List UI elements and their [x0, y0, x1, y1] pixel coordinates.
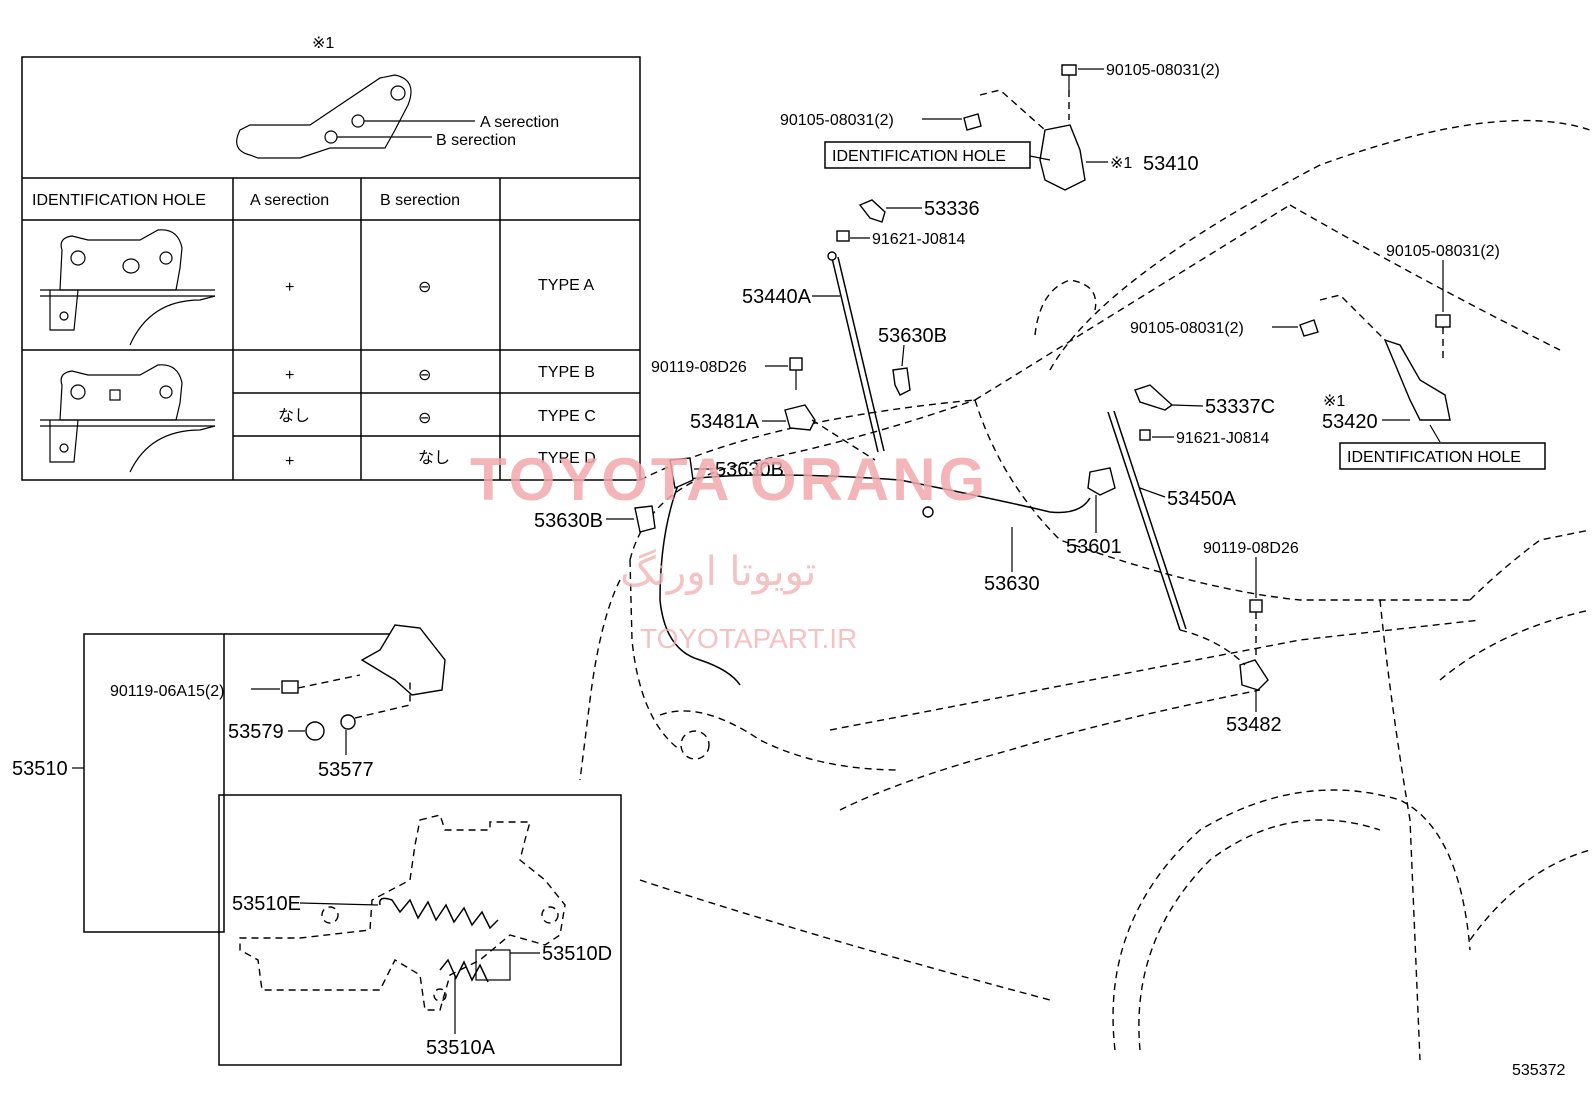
- label-53630b-b: 53630B: [715, 459, 784, 481]
- label-53630: 53630: [984, 573, 1040, 595]
- label-53482: 53482: [1226, 714, 1282, 736]
- label-53410: 53410: [1143, 153, 1199, 175]
- leader-lines: [72, 68, 1444, 1034]
- part-glyphs: [634, 64, 1451, 691]
- table-header-b: B serection: [380, 192, 460, 209]
- row-b-type: TYPE B: [538, 364, 595, 381]
- label-53450a: 53450A: [1167, 488, 1237, 510]
- row-c-type: TYPE C: [538, 408, 596, 425]
- label-53601: 53601: [1066, 536, 1122, 558]
- id-hole-box-left: [824, 141, 1031, 169]
- label-53577: 53577: [318, 759, 374, 781]
- label-53440a: 53440A: [742, 286, 812, 308]
- identification-detail-box: ※1 A serection B serection IDENTIFICATIO…: [21, 35, 641, 481]
- diagram-number: 535372: [1512, 1062, 1565, 1079]
- label-53337c: 53337C: [1205, 396, 1275, 418]
- label-53420-ref: ※1: [1323, 393, 1345, 410]
- row-c-a: なし: [278, 407, 310, 425]
- hinge-image-type-a: [40, 229, 216, 346]
- label-90105-08031-left: 90105-08031(2): [780, 112, 894, 129]
- label-90105-08031-right-top: 90105-08031(2): [1386, 243, 1500, 260]
- part-labels: 90105-08031(2) 90105-08031(2) IDENTIFICA…: [12, 62, 1565, 1079]
- id-hole-box-right: [1339, 442, 1546, 470]
- row-c-b: ⊖: [418, 410, 431, 427]
- a-selection-label: A serection: [480, 114, 559, 131]
- label-53510a: 53510A: [426, 1037, 496, 1059]
- label-53579: 53579: [228, 721, 284, 743]
- label-90105-08031-top: 90105-08031(2): [1106, 62, 1220, 79]
- hinge-selection-drawing: A serection B serection: [236, 74, 559, 159]
- label-53510d: 53510D: [542, 943, 612, 965]
- row-d-type: TYPE D: [538, 450, 596, 467]
- label-53630b-c: 53630B: [534, 510, 603, 532]
- row-a-type: TYPE A: [538, 277, 594, 294]
- watermark: TOYOTA ORANG تویوتا اورنگ TOYOTAPART.IR: [470, 446, 988, 654]
- table-header-id-hole: IDENTIFICATION HOLE: [32, 192, 206, 209]
- label-90119-08d26-a: 90119-08D26: [651, 359, 747, 376]
- label-90105-08031-right-mid: 90105-08031(2): [1130, 320, 1244, 337]
- label-53336: 53336: [924, 198, 980, 220]
- label-identification-hole-right: IDENTIFICATION HOLE: [1347, 449, 1521, 466]
- watermark-arabic: تویوتا اورنگ: [620, 549, 816, 595]
- table-header-a: A serection: [250, 192, 329, 209]
- label-53630b-a: 53630B: [878, 325, 947, 347]
- row-d-b: なし: [418, 449, 450, 467]
- row-b-b: ⊖: [418, 367, 431, 384]
- label-53510e: 53510E: [232, 893, 301, 915]
- row-a-b: ⊖: [418, 279, 431, 296]
- label-90119-06a15: 90119-06A15(2): [110, 683, 224, 700]
- label-53481a: 53481A: [690, 411, 760, 433]
- row-b-a: +: [285, 367, 294, 384]
- label-53510: 53510: [12, 758, 68, 780]
- detail-ref-mark: ※1: [312, 35, 334, 52]
- label-90119-08d26-b: 90119-08D26: [1203, 540, 1299, 557]
- label-53420: 53420: [1322, 411, 1378, 433]
- b-selection-label: B serection: [436, 132, 516, 149]
- watermark-url: TOYOTAPART.IR: [640, 623, 857, 654]
- row-d-a: +: [285, 453, 294, 470]
- hood-lock-assembly-box: [83, 624, 622, 1066]
- watermark-brand: TOYOTA ORANG: [470, 446, 988, 513]
- hinge-image-type-bcd: [40, 364, 216, 473]
- label-91621-j0814-b: 91621-J0814: [1176, 430, 1270, 447]
- row-a-a: +: [285, 279, 294, 296]
- label-91621-j0814-a: 91621-J0814: [872, 231, 966, 248]
- label-identification-hole-left: IDENTIFICATION HOLE: [832, 148, 1006, 165]
- label-53410-ref: ※1: [1110, 155, 1132, 172]
